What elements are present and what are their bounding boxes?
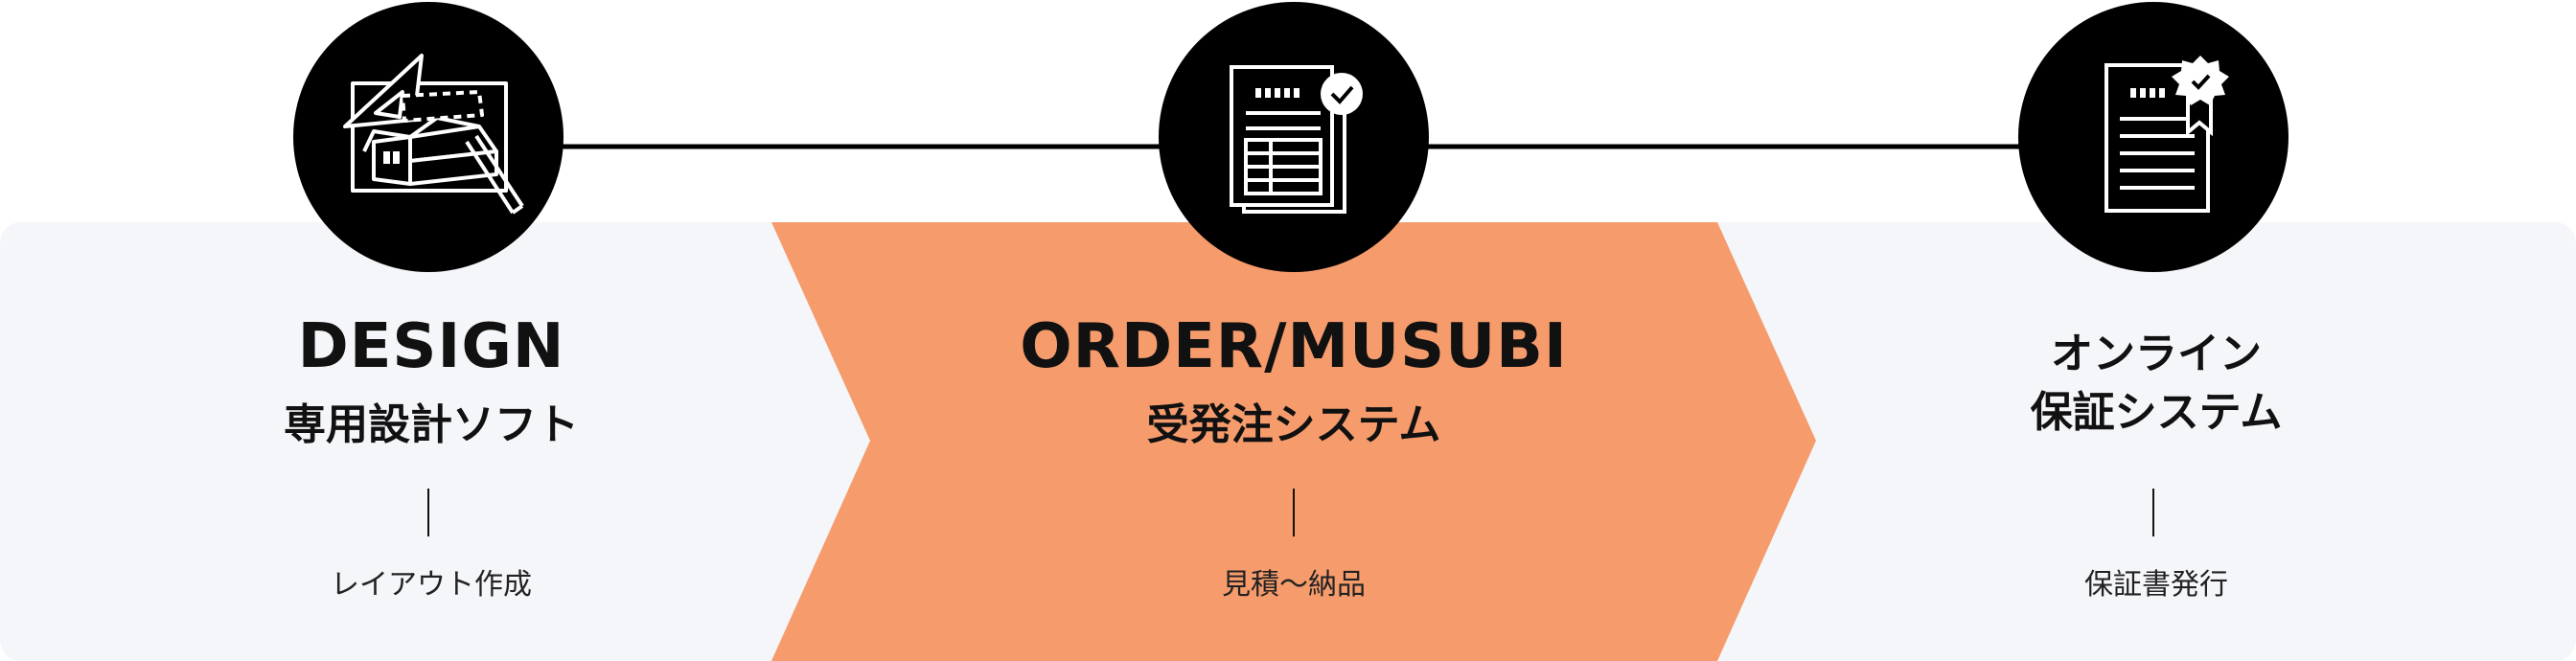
order-subtitle: 見積～納品 [1222, 568, 1366, 602]
warranty-step-icon-circle [2018, 2, 2288, 272]
warranty-step: オンライン 保証システム [1869, 326, 2444, 442]
step-title-en: ORDER/MUSUBI [1020, 311, 1568, 382]
warranty-subtitle: 保証書発行 [2084, 568, 2228, 602]
order-separator [1293, 489, 1295, 536]
order-step-icon-circle [1159, 2, 1429, 272]
design-subtitle: レイアウト作成 [331, 568, 532, 602]
design-step: DESIGN 専用設計ソフト [153, 316, 709, 455]
design-separator [427, 489, 429, 536]
order-step: ORDER/MUSUBI 受発注システム [958, 316, 1629, 455]
house-blueprint-icon [343, 54, 524, 215]
warranty-certificate-icon [2104, 56, 2229, 213]
step-title-en: DESIGN [297, 311, 565, 382]
step-title-jp-line2: 保証システム [2030, 387, 2283, 437]
step-title-jp: 受発注システム [1146, 400, 1441, 449]
step-title-jp: 専用設計ソフト [284, 400, 579, 449]
step-title-jp-line1: オンライン [2051, 330, 2262, 378]
highlight-chevron [771, 222, 1816, 661]
warranty-separator [2152, 489, 2154, 536]
order-document-icon [1230, 65, 1363, 214]
design-step-icon-circle [293, 2, 564, 272]
